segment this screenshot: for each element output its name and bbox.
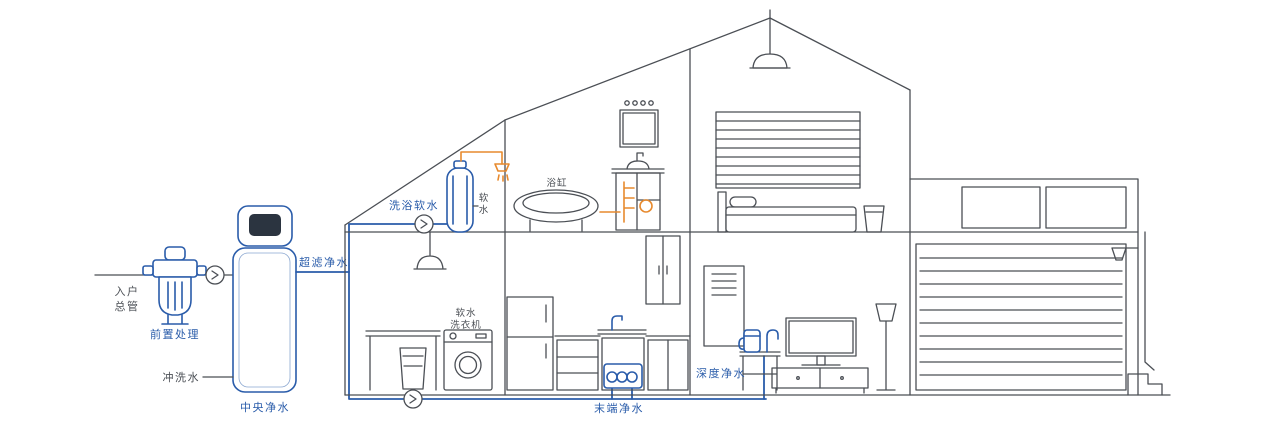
bedside-hamper	[863, 205, 885, 233]
under-sink-purifier	[603, 363, 643, 389]
purifier-display-window	[249, 214, 281, 236]
laundry-basket	[399, 347, 427, 390]
vanity-basin	[626, 160, 650, 170]
laundry-counter	[365, 330, 441, 391]
kitchen: 末端净水	[506, 235, 691, 415]
television	[785, 317, 857, 366]
house-structure	[344, 9, 1171, 396]
window-blinds	[715, 111, 861, 189]
vanity-bulb-icon	[632, 100, 638, 106]
vanity-bulb-icon	[640, 100, 646, 106]
kitchen-sink-unit	[597, 315, 647, 391]
soft-water-label-char1: 软	[479, 192, 490, 204]
clerestory-window	[1045, 186, 1127, 229]
ceiling-lamp-icon	[413, 231, 447, 270]
garage-door	[915, 243, 1127, 391]
wall-lamp-icon	[1111, 247, 1139, 261]
towel-rail	[623, 181, 635, 223]
ultrafiltration-pipe: 超滤净水	[295, 223, 767, 400]
deep-purification-label: 深度净水	[696, 366, 746, 380]
laundry-room: 软水 洗衣机	[365, 231, 493, 391]
shower-fixture	[460, 151, 510, 182]
tv-console	[771, 367, 869, 394]
flow-direction-icon	[403, 389, 423, 409]
bedroom	[715, 17, 885, 233]
vented-cabinet	[703, 265, 745, 347]
pantry-cabinet	[645, 235, 681, 305]
vanity-bulb-icon	[648, 100, 654, 106]
refrigerator	[506, 296, 554, 391]
clerestory-window	[961, 186, 1041, 229]
central-purifier-device: 中央净水 冲洗水	[163, 205, 297, 414]
vanity-unit	[599, 100, 665, 231]
vanity-mirror	[619, 109, 659, 148]
vanity-bulb-icon	[624, 100, 630, 106]
living-room: 深度净水	[696, 265, 897, 394]
floor-lamp-icon	[875, 303, 897, 391]
purifier-stand	[739, 351, 781, 391]
flow-direction-icon	[205, 265, 225, 285]
garage	[915, 231, 1163, 396]
washing-machine	[443, 329, 493, 391]
vanity-faucet	[636, 152, 644, 162]
downspout	[1144, 231, 1155, 371]
bath-softening-label: 洗浴软水	[389, 198, 439, 212]
bathtub-label: 浴缸	[546, 177, 567, 189]
bed	[717, 191, 857, 233]
ceiling-lamp-icon	[749, 17, 791, 69]
soft-water-label-char2: 水	[479, 204, 490, 216]
ultrafiltration-label: 超滤净水	[299, 255, 349, 269]
pre-treatment-label: 前置处理	[150, 327, 200, 341]
kitchen-cabinet	[554, 335, 601, 391]
terminal-purification-label: 末端净水	[594, 401, 644, 415]
gooseneck-faucet	[766, 329, 779, 353]
washer-label-line2: 洗衣机	[450, 319, 482, 331]
central-purification-label: 中央净水	[240, 400, 290, 414]
inlet-label-line2: 总管	[115, 299, 140, 313]
washer-label-line1: 软水	[455, 307, 476, 319]
bathroom: 浴缸	[460, 100, 665, 232]
kitchen-faucet	[611, 315, 623, 331]
deep-purifier-device	[738, 329, 779, 353]
bathtub: 浴缸	[513, 177, 599, 232]
water-heater-coil	[639, 199, 653, 213]
inlet-label-line1: 入户	[115, 284, 140, 298]
flow-direction-icon	[414, 214, 434, 234]
flush-water-label: 冲洗水	[163, 370, 201, 384]
kitchen-cabinet-right	[645, 335, 691, 391]
entry-steps	[1127, 373, 1163, 396]
bath-softener-device: 洗浴软水 软 水	[389, 160, 490, 233]
pre-filter-device: 前置处理	[142, 246, 207, 341]
